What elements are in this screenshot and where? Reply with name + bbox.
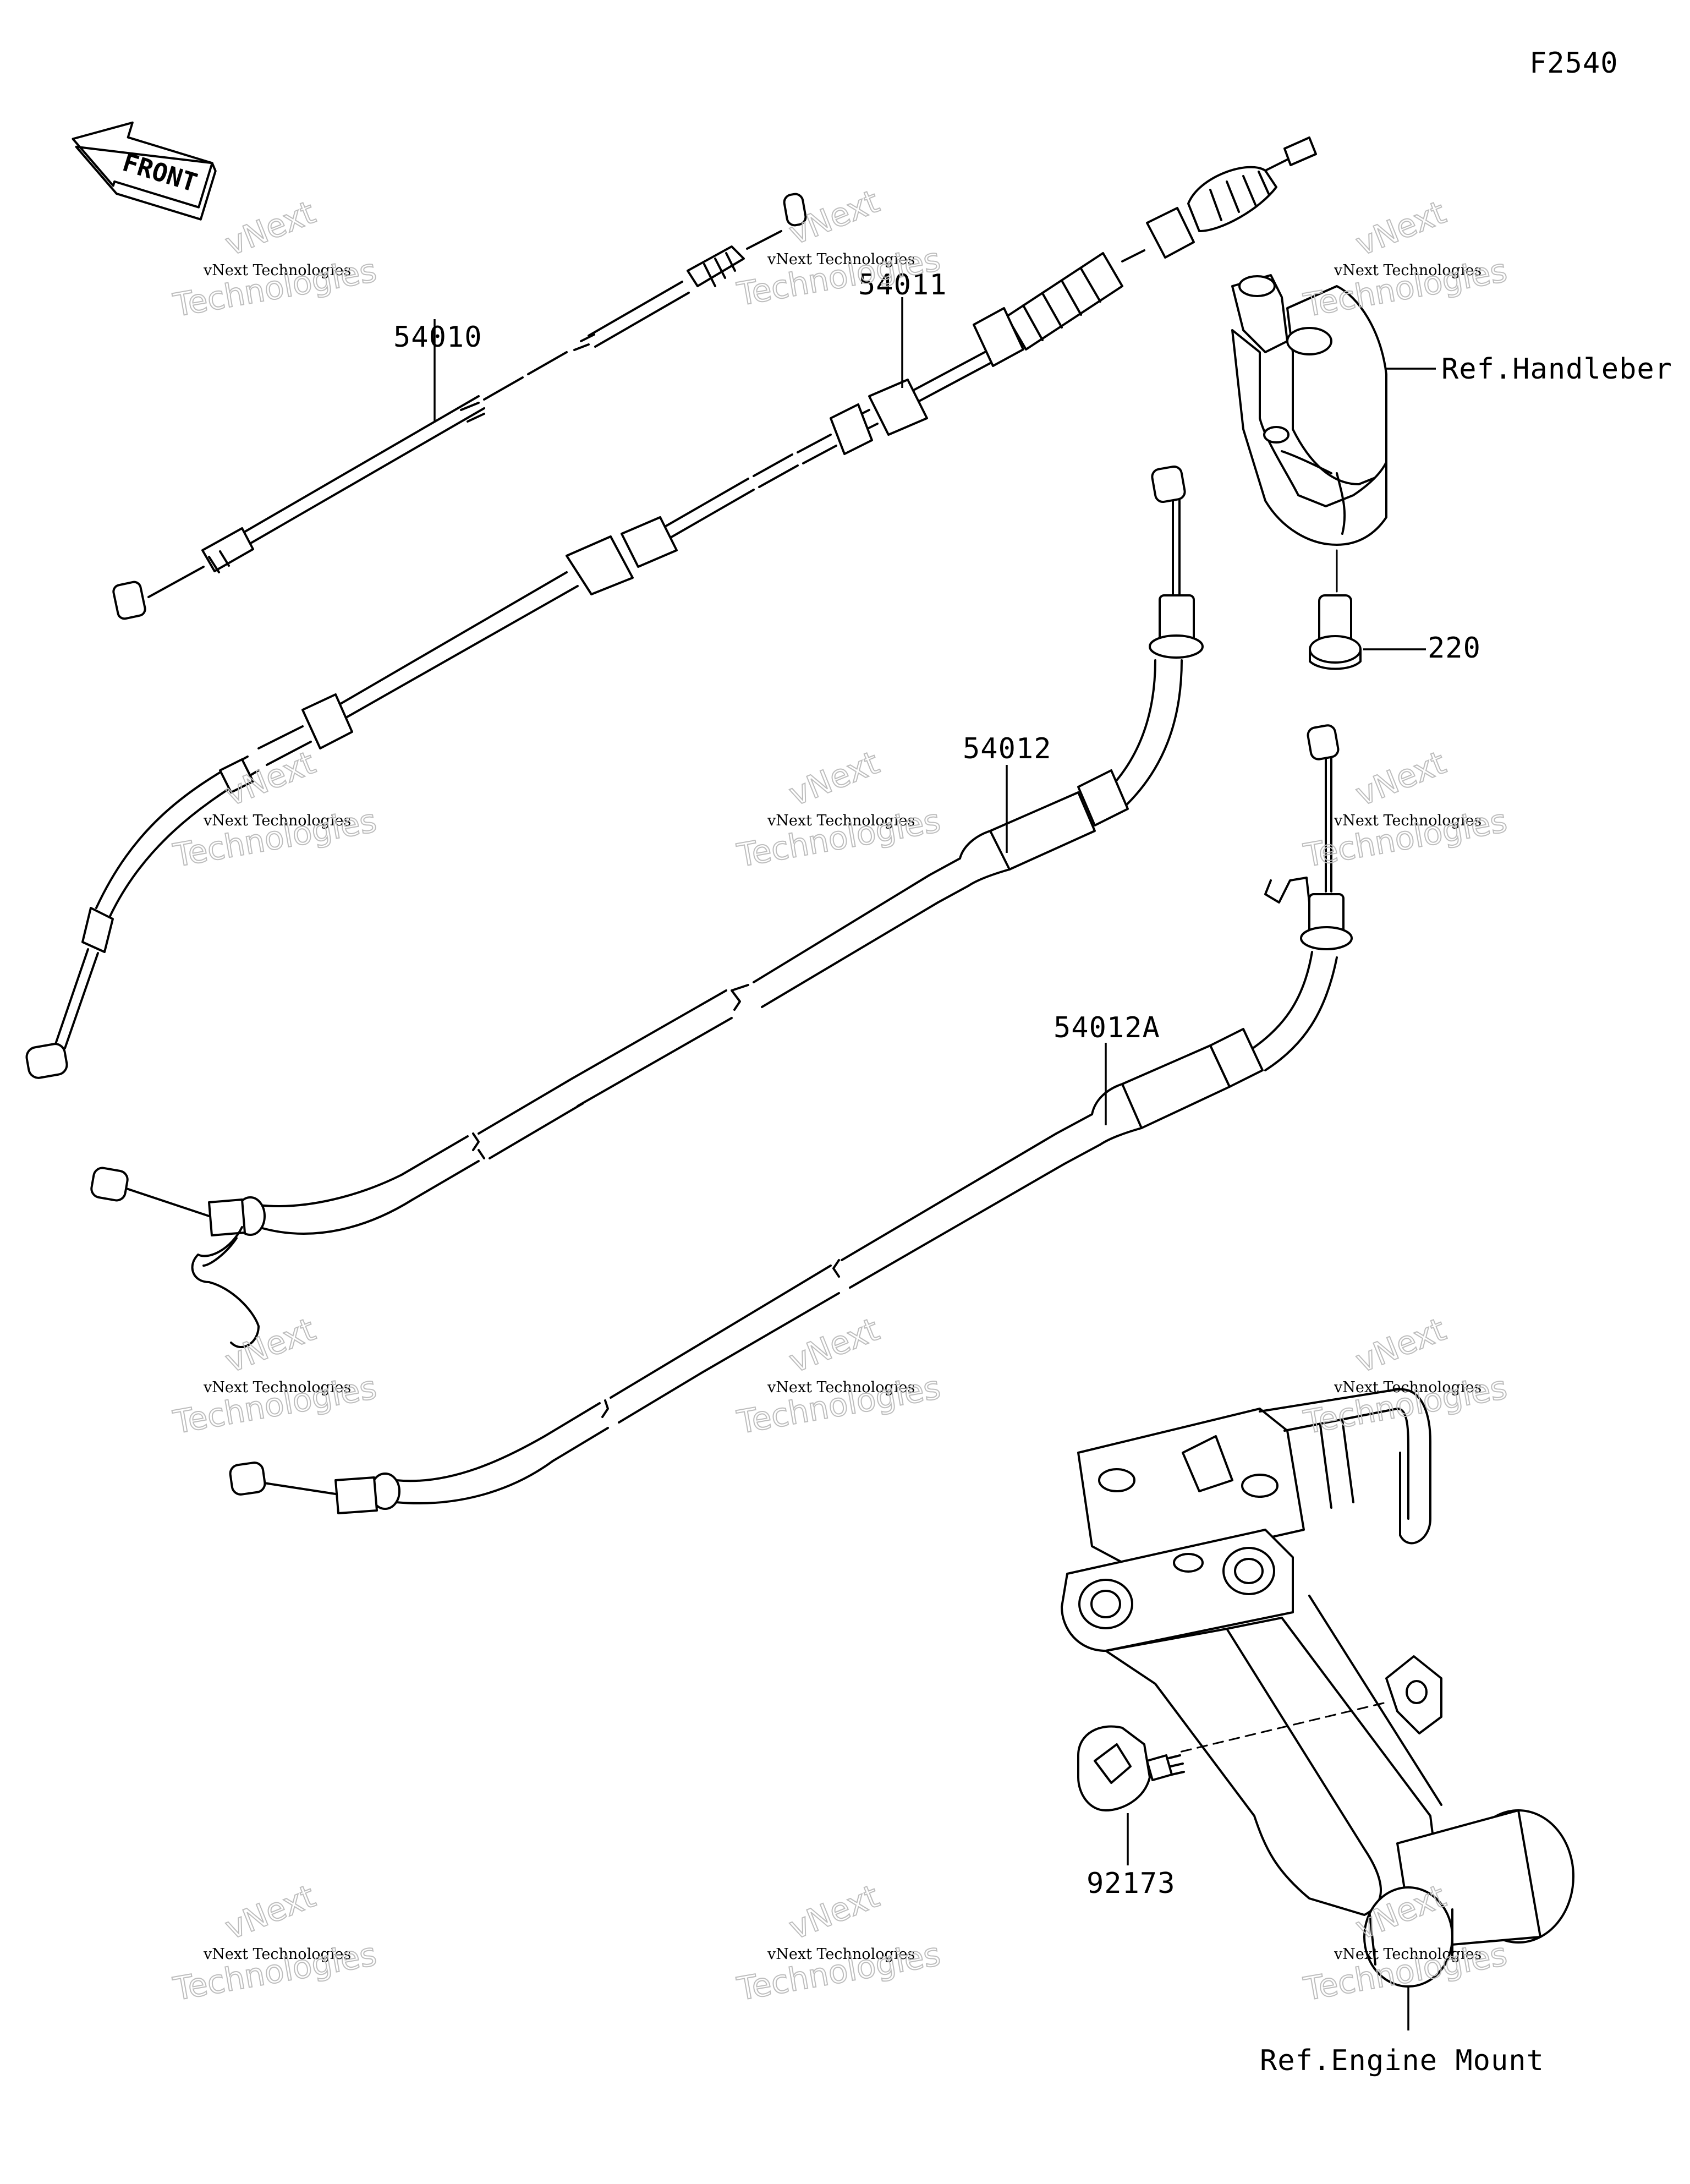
watermark-text: vNext Technologies: [767, 251, 915, 268]
watermark-text: vNext Technologies: [767, 812, 915, 829]
watermark-outline: vNext: [784, 1877, 885, 1947]
watermark-outline: vNext: [784, 743, 885, 813]
watermark-text: vNext Technologies: [203, 262, 351, 279]
bolt-220: [1309, 549, 1426, 670]
watermark-text: vNext Technologies: [1334, 1946, 1482, 1963]
cable-54011: [25, 136, 1317, 1079]
callout-220: 220: [1428, 632, 1481, 665]
callout-54012: 54012: [963, 732, 1052, 765]
watermark-outline: vNext: [784, 1310, 885, 1380]
diagram-code: F2540: [1529, 47, 1618, 80]
handlebar-clamp: Ref.Handleber: [1231, 274, 1672, 546]
watermark-outline: vNext: [1351, 193, 1451, 263]
watermark-text: vNext Technologies: [767, 1379, 915, 1396]
callout-54010: 54010: [393, 321, 482, 354]
callout-54011: 54011: [858, 269, 947, 302]
front-arrow-icon: FRONT: [72, 121, 217, 221]
watermark-outline: vNext: [220, 1877, 321, 1947]
watermark-text: vNext Technologies: [203, 1946, 351, 1963]
watermark-outline: vNext: [220, 1310, 321, 1380]
watermark-text: vNext Technologies: [1334, 812, 1482, 829]
watermark-outline: vNext: [1351, 1310, 1451, 1380]
cable-54010: [112, 193, 807, 620]
engine-mount-bracket: Ref.Engine Mount: [1061, 1388, 1574, 2077]
watermark-outline: vNext: [220, 743, 321, 813]
cable-54012: [90, 465, 1204, 1349]
watermark-outline: vNext: [784, 182, 885, 252]
watermark-outline: vNext: [220, 193, 321, 263]
callout-ref-handlebar: Ref.Handleber: [1441, 353, 1672, 386]
watermark-text: vNext Technologies: [203, 1379, 351, 1396]
watermark-text: vNext Technologies: [767, 1946, 915, 1963]
callout-ref-engine-mount: Ref.Engine Mount: [1260, 2044, 1544, 2077]
cable-54012a: [229, 724, 1353, 1514]
watermark-text: vNext Technologies: [1334, 262, 1482, 279]
watermark-text: vNext Technologies: [1334, 1379, 1482, 1396]
watermark-outline: vNext: [1351, 743, 1451, 813]
watermark-text: vNext Technologies: [203, 812, 351, 829]
clamp-92173: [1077, 1725, 1185, 1865]
callout-92173: 92173: [1087, 1867, 1176, 1900]
callout-54012a: 54012A: [1053, 1011, 1160, 1044]
